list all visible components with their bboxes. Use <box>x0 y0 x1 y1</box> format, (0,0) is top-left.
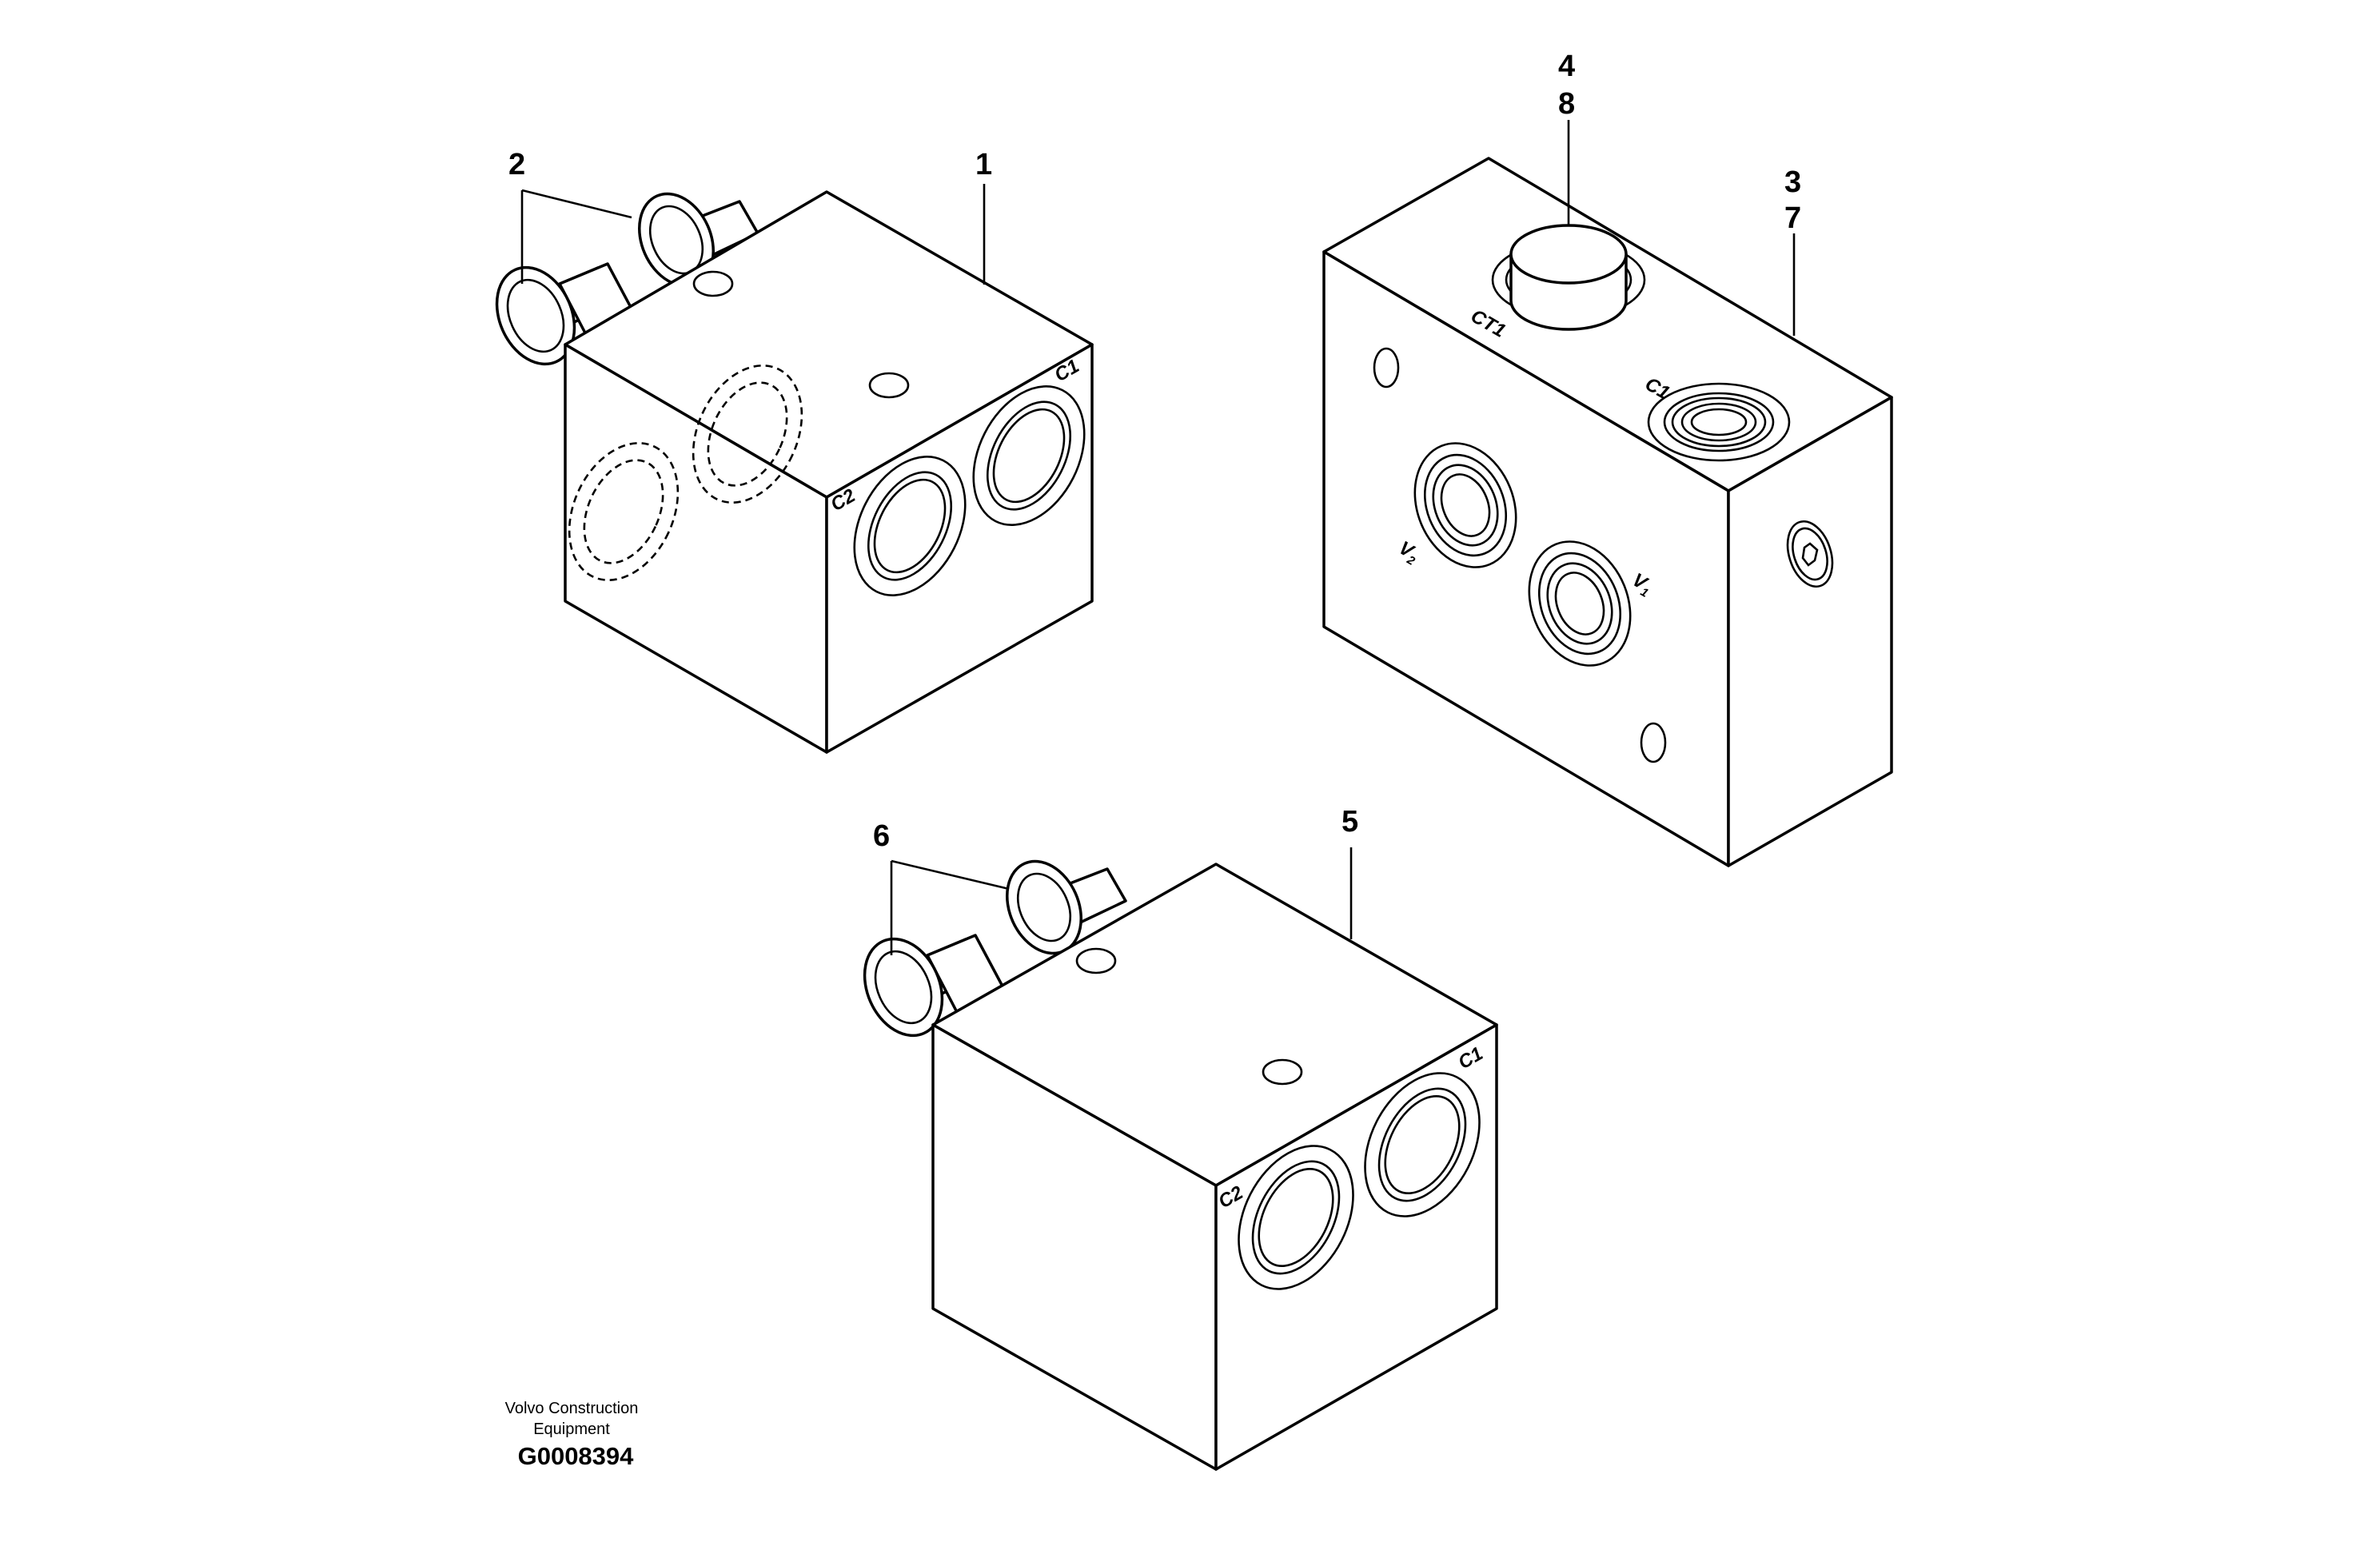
callout-3: 3 <box>1784 165 1801 199</box>
drawing-code: G0008394 <box>518 1442 635 1470</box>
fitting-upper-rear <box>638 192 759 288</box>
block1-top-hole-1 <box>692 270 734 297</box>
leader-2 <box>520 189 632 284</box>
callout-8: 8 <box>1558 87 1575 121</box>
block5-right-face <box>1214 1023 1498 1471</box>
block5-top-hole-1 <box>1075 947 1117 974</box>
callout-7: 7 <box>1784 201 1801 235</box>
leader-6 <box>890 859 1010 955</box>
callout-1: 1 <box>975 148 992 181</box>
block3-port-c1 <box>1647 382 1791 462</box>
block5-port-c1 <box>1364 1072 1481 1217</box>
publisher-line-2: Equipment <box>533 1421 610 1438</box>
fitting-upper-front <box>495 262 641 366</box>
callout-4: 4 <box>1558 50 1575 83</box>
block1-top-hole-2 <box>868 372 910 399</box>
block3-right-face <box>1727 396 1893 867</box>
block3-port-v1 <box>1528 540 1632 667</box>
fitting-lower-rear <box>1006 859 1127 955</box>
block5-port-c2 <box>1238 1145 1354 1290</box>
block3-hex-plug <box>1786 520 1834 588</box>
block5-top-hole-2 <box>1262 1058 1303 1086</box>
block3-port-v2 <box>1413 442 1517 568</box>
callout-2: 2 <box>508 148 525 181</box>
block3-front-hole-1 <box>1373 347 1400 389</box>
publisher-line-1: Volvo Construction <box>505 1400 639 1417</box>
block1-port-c1 <box>972 385 1086 526</box>
callouts: 2 1 4 8 3 7 6 5 <box>508 50 1801 955</box>
valve-block-5: C2 C1 <box>863 859 1498 1471</box>
callout-6: 6 <box>873 819 890 853</box>
block1-port-c2 <box>853 456 967 596</box>
block3-plug-ct1 <box>1491 224 1646 331</box>
valve-block-3: CT1 C1 V2 V1 <box>1322 157 1893 867</box>
callout-5: 5 <box>1341 805 1358 839</box>
footer: Volvo Construction Equipment G0008394 <box>505 1400 639 1470</box>
block1-hidden-ports <box>568 365 803 581</box>
block1-right-face <box>825 343 1094 754</box>
block3-front-hole-2 <box>1640 722 1667 763</box>
valve-block-1: C2 C1 <box>495 190 1094 754</box>
